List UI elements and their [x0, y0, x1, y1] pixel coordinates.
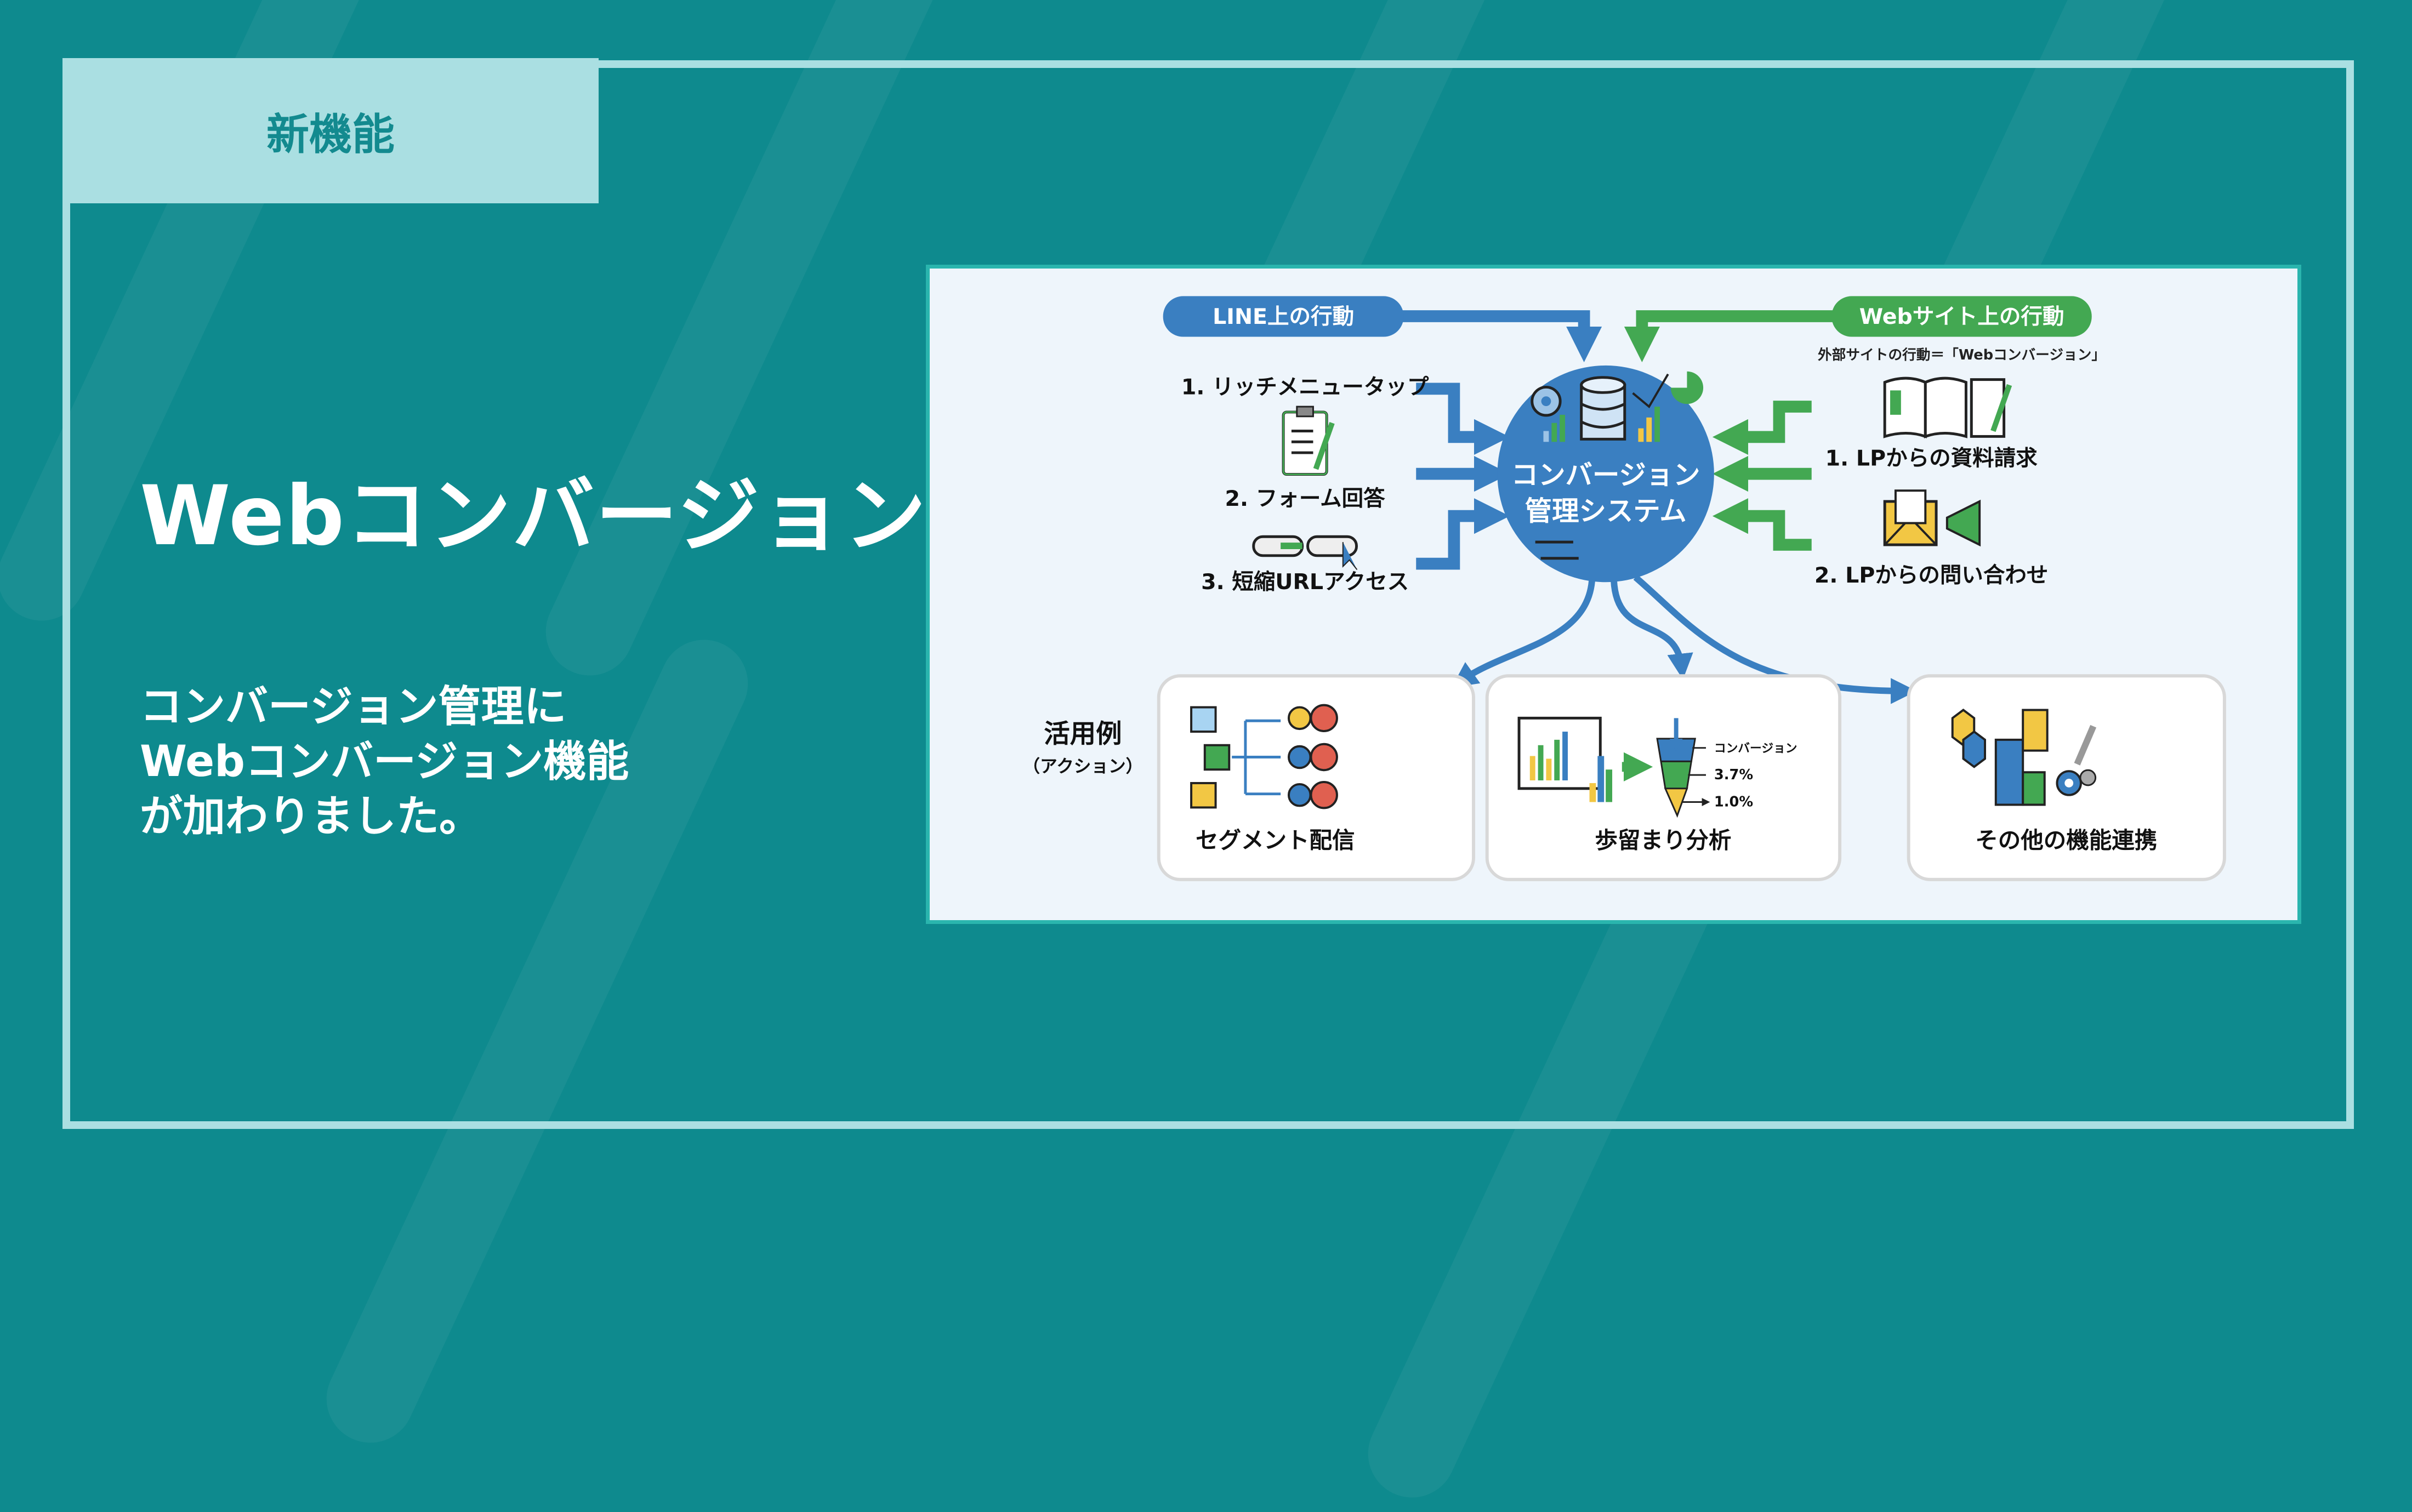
web-action-label: 2. LPからの問い合わせ	[1814, 563, 2049, 588]
document-book-icon	[1883, 376, 2012, 438]
line-action-label: 3. 短縮URLアクセス	[1201, 569, 1409, 595]
web-pill-label: Webサイト上の行動	[1859, 304, 2064, 329]
flow-arrow	[1611, 580, 1693, 680]
action-arrow	[1712, 498, 1812, 551]
funnel-label: 3.7%	[1714, 767, 1753, 783]
clipboard-icon	[1282, 406, 1335, 476]
envelope-icon	[1190, 706, 1231, 809]
target-user-icon	[1287, 704, 1338, 809]
flow-arrow	[1633, 574, 1917, 704]
funnel-arrows	[1681, 747, 1706, 802]
examples-label: 活用例	[1044, 719, 1122, 749]
page-title: Webコンバージョン	[140, 469, 928, 564]
diagram-panel: LINE上の行動 Webサイト上の行動 外部サイトの行動＝「Webコンバージョン…	[926, 265, 2301, 924]
gear-wrench-icon	[2056, 724, 2097, 796]
badge-label: 新機能	[266, 110, 395, 159]
card-funnel-analysis: コンバージョン 3.7% 1.0% 歩留まり分析	[1485, 674, 1842, 881]
action-arrow	[1416, 383, 1510, 455]
funnel-label: 1.0%	[1714, 794, 1753, 810]
system-label-line1: コンバージョン	[1511, 459, 1700, 490]
action-arrow	[1416, 498, 1510, 570]
web-caption: 外部サイトの行動＝「Webコンバージョン」	[1818, 346, 2106, 363]
line-action-label: 2. フォーム回答	[1225, 486, 1386, 511]
line-to-system-arrow	[1400, 310, 1602, 362]
pie-chart-icon	[1670, 371, 1704, 404]
card-segment-delivery: セグメント配信	[1157, 674, 1475, 881]
examples-sublabel: （アクション）	[1023, 757, 1144, 777]
gear-icon	[1531, 385, 1562, 417]
card-label: 歩留まり分析	[1595, 827, 1731, 854]
bar-chart-icon	[1543, 407, 1660, 442]
system-label-line2: 管理システム	[1525, 495, 1687, 527]
funnel-icon	[1656, 718, 1696, 818]
bar-chart-icon	[1517, 716, 1613, 802]
web-actions-pill: Webサイト上の行動	[1831, 296, 2092, 337]
web-to-system-arrow	[1624, 310, 1834, 362]
network-icon	[1535, 540, 1579, 560]
card-label: セグメント配信	[1196, 827, 1355, 854]
line-actions-pill: LINE上の行動	[1163, 296, 1404, 337]
database-icon	[1580, 376, 1626, 441]
web-action-label: 1. LPからの資料請求	[1825, 446, 2038, 471]
card-label: その他の機能連携	[1975, 827, 2157, 854]
description-line: コンバージョン管理に	[140, 682, 567, 732]
description-line: Webコンバージョン機能	[140, 737, 629, 786]
action-arrow	[1712, 401, 1812, 455]
content-frame	[62, 60, 2354, 1129]
trend-line-icon	[1632, 373, 1669, 409]
conversion-diagram: LINE上の行動 Webサイト上の行動 外部サイトの行動＝「Webコンバージョン…	[1023, 296, 2226, 881]
new-feature-badge: 新機能	[62, 58, 599, 203]
mail-megaphone-icon	[1883, 489, 1981, 547]
line-pill-label: LINE上の行動	[1213, 304, 1354, 329]
distribution-arrows	[1232, 719, 1281, 796]
puzzle-icon	[1994, 709, 2049, 806]
card-other-integrations: その他の機能連携	[1907, 674, 2226, 881]
cube-icon	[1951, 709, 1986, 768]
short-url-icon	[1252, 535, 1358, 570]
conversion-system-node: コンバージョン 管理システム	[1497, 365, 1714, 583]
flow-arrow	[1451, 577, 1596, 688]
description-line: が加わりました。	[140, 792, 482, 841]
funnel-label: コンバージョン	[1714, 742, 1797, 756]
description: コンバージョン管理に Webコンバージョン機能 が加わりました。	[140, 680, 629, 844]
line-action-label: 1. リッチメニュータップ	[1181, 374, 1429, 400]
